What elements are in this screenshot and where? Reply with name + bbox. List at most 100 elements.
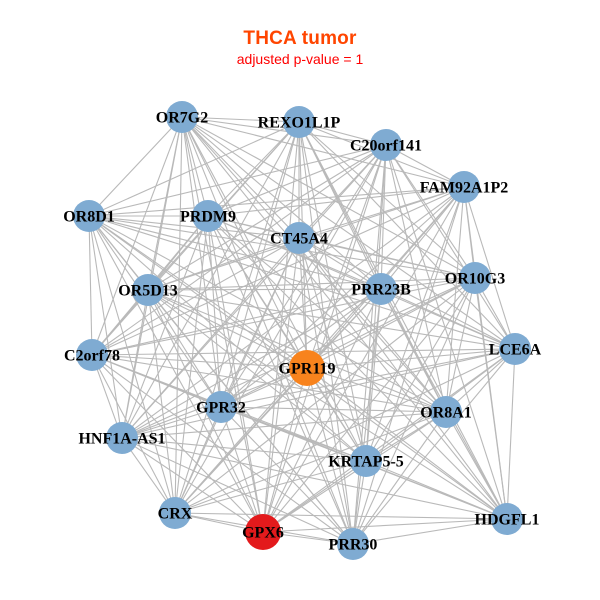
edge-OR8D1-OR8A1 <box>88 215 447 413</box>
edge-OR8D1-KRTAP5-5 <box>88 215 367 462</box>
edge-OR8A1-PRR30 <box>352 411 447 545</box>
node-FAM92A1P2 <box>448 171 480 203</box>
node-C20orf141 <box>370 129 402 161</box>
node-PRR30 <box>337 528 369 560</box>
edge-OR10G3-GPR119 <box>306 277 476 369</box>
edge-LCE6A-GPR119 <box>306 348 516 369</box>
node-label-LCE6A: LCE6A <box>489 341 542 358</box>
node-label-GPX6: GPX6 <box>242 524 284 541</box>
edge-OR10G3-OR5D13 <box>147 277 476 291</box>
edge-CT45A4-OR5D13 <box>147 237 300 291</box>
edge-C20orf141-HDGFL1 <box>385 144 508 520</box>
edge-CT45A4-PRR23B <box>298 237 382 290</box>
edge-C20orf141-GPR119 <box>306 144 387 369</box>
edge-PRR23B-LCE6A <box>380 288 516 350</box>
edge-C20orf141-GPR32 <box>220 144 387 408</box>
edge-OR7G2-LCE6A <box>181 116 516 350</box>
node-label-HDGFL1: HDGFL1 <box>475 511 540 528</box>
edge-REXO1L1P-CRX <box>174 121 300 514</box>
edge-OR7G2-CRX <box>174 116 183 514</box>
edge-GPR119-GPX6 <box>262 367 308 533</box>
edge-FAM92A1P2-C2orf78 <box>91 186 465 356</box>
edge-C20orf141-OR8A1 <box>385 144 447 413</box>
edge-OR7G2-GPR119 <box>181 116 308 369</box>
edge-FAM92A1P2-HNF1A-AS1 <box>121 186 465 439</box>
edge-C20orf141-GPX6 <box>262 144 387 533</box>
edge-OR7G2-OR8A1 <box>181 116 447 413</box>
edge-C20orf141-OR5D13 <box>147 144 387 291</box>
edge-KRTAP5-5-CRX <box>174 460 367 514</box>
edge-CT45A4-OR10G3 <box>298 237 476 279</box>
edge-OR10G3-OR8A1 <box>445 277 476 413</box>
node-CRX <box>159 497 191 529</box>
plot-subtitle: adjusted p-value = 1 <box>236 51 364 67</box>
edge-HNF1A-AS1-HDGFL1 <box>121 437 508 520</box>
edge-REXO1L1P-C2orf78 <box>91 121 300 356</box>
edge-C20orf141-PRR30 <box>352 144 387 545</box>
node-HDGFL1 <box>491 503 523 535</box>
edge-LCE6A-PRR30 <box>352 348 516 545</box>
edge-FAM92A1P2-PRDM9 <box>207 186 465 217</box>
edge-OR5D13-GPR119 <box>147 289 308 369</box>
node-GPR32 <box>205 391 237 423</box>
node-label-C20orf141: C20orf141 <box>350 137 422 154</box>
edge-C20orf141-LCE6A <box>385 144 516 350</box>
edge-C20orf141-C2orf78 <box>91 144 387 356</box>
edge-GPR32-CRX <box>174 406 222 514</box>
edge-PRDM9-OR8A1 <box>207 215 447 413</box>
edge-OR8A1-HDGFL1 <box>445 411 508 520</box>
edge-PRR23B-C2orf78 <box>91 288 382 356</box>
edge-REXO1L1P-OR8D1 <box>88 121 300 217</box>
edge-CT45A4-LCE6A <box>298 237 516 350</box>
edge-C20orf141-HNF1A-AS1 <box>121 144 387 439</box>
edge-REXO1L1P-HDGFL1 <box>298 121 508 520</box>
edge-OR7G2-C2orf78 <box>91 116 183 356</box>
edge-HNF1A-AS1-KRTAP5-5 <box>121 437 367 462</box>
edge-OR5D13-PRR23B <box>147 288 382 291</box>
node-label-CRX: CRX <box>158 505 193 522</box>
node-label-PRDM9: PRDM9 <box>180 208 236 225</box>
edge-GPR119-OR8A1 <box>306 367 447 413</box>
edge-OR8D1-CT45A4 <box>88 215 300 239</box>
node-label-PRR30: PRR30 <box>329 536 378 553</box>
node-label-OR8D1: OR8D1 <box>63 208 115 225</box>
edge-OR8D1-C2orf78 <box>88 215 93 356</box>
edge-C20orf141-OR8D1 <box>88 144 387 217</box>
edge-LCE6A-HDGFL1 <box>506 348 516 520</box>
edge-FAM92A1P2-PRR30 <box>352 186 465 545</box>
node-circles <box>73 101 531 560</box>
edge-LCE6A-HNF1A-AS1 <box>121 348 516 439</box>
edge-PRDM9-CRX <box>174 215 209 514</box>
node-label-HNF1A-AS1: HNF1A-AS1 <box>78 430 165 447</box>
edge-OR7G2-HDGFL1 <box>181 116 508 520</box>
node-KRTAP5-5 <box>350 445 382 477</box>
edge-OR8D1-GPR32 <box>88 215 222 408</box>
node-label-OR5D13: OR5D13 <box>118 282 178 299</box>
node-label-OR8A1: OR8A1 <box>420 404 472 421</box>
edge-CT45A4-C2orf78 <box>91 237 300 356</box>
edge-PRR23B-KRTAP5-5 <box>365 288 382 462</box>
edge-KRTAP5-5-HDGFL1 <box>365 460 508 520</box>
edge-HNF1A-AS1-PRR30 <box>121 437 354 545</box>
node-C2orf78 <box>76 339 108 371</box>
edge-CT45A4-HNF1A-AS1 <box>121 237 300 439</box>
edge-FAM92A1P2-PRR23B <box>380 186 465 290</box>
edge-FAM92A1P2-KRTAP5-5 <box>365 186 465 462</box>
edge-OR7G2-REXO1L1P <box>181 116 300 123</box>
edge-OR8A1-CRX <box>174 411 447 514</box>
node-label-GPR119: GPR119 <box>279 360 336 377</box>
node-OR10G3 <box>459 262 491 294</box>
edge-FAM92A1P2-OR8D1 <box>88 186 465 217</box>
node-REXO1L1P <box>283 106 315 138</box>
edge-C20orf141-PRR23B <box>380 144 387 290</box>
node-OR8A1 <box>430 396 462 428</box>
edge-OR5D13-KRTAP5-5 <box>147 289 367 462</box>
edge-OR10G3-HDGFL1 <box>474 277 508 520</box>
edge-REXO1L1P-HNF1A-AS1 <box>121 121 300 439</box>
edge-OR5D13-CRX <box>147 289 176 514</box>
edge-REXO1L1P-PRDM9 <box>207 121 300 217</box>
edge-CT45A4-KRTAP5-5 <box>298 237 367 462</box>
edge-FAM92A1P2-LCE6A <box>463 186 516 350</box>
edge-REXO1L1P-OR10G3 <box>298 121 476 279</box>
node-OR5D13 <box>132 274 164 306</box>
